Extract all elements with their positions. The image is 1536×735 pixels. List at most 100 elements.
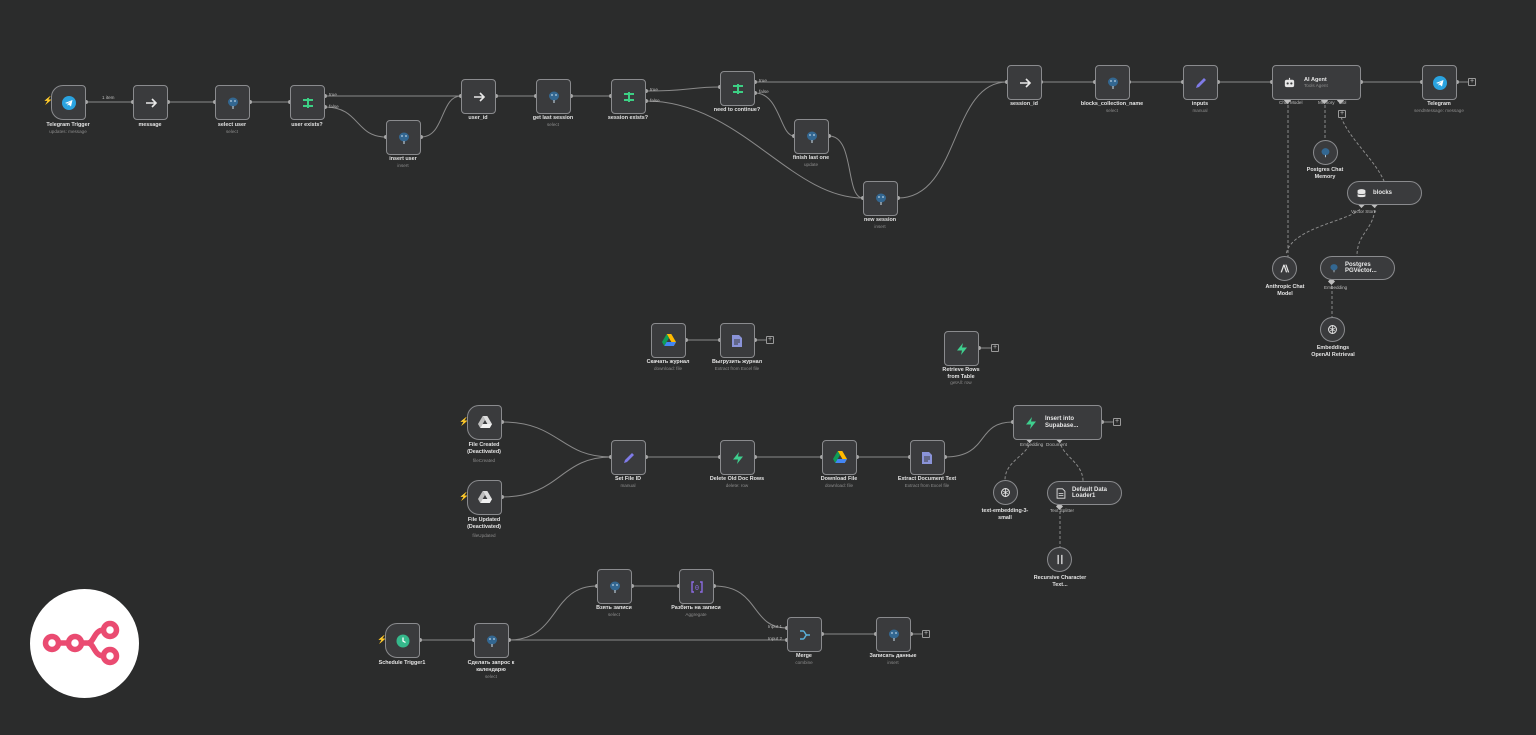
- node-pg-top[interactable]: [597, 569, 632, 604]
- connection: [508, 585, 598, 641]
- openai-icon: [1328, 325, 1337, 334]
- node-text-embedding[interactable]: [993, 480, 1018, 505]
- node-select-user[interactable]: [215, 85, 250, 120]
- port-vector-store: Vector Store: [1351, 209, 1377, 214]
- node-set-file-id[interactable]: [611, 440, 646, 475]
- node-label: Insert into Supabase...: [1045, 415, 1079, 429]
- google-drive-icon: [477, 491, 492, 503]
- postgres-icon: [548, 91, 559, 103]
- node-finish-last-one[interactable]: [794, 119, 829, 154]
- node-extract-document-text[interactable]: [910, 440, 945, 475]
- postgres-icon: [398, 132, 409, 144]
- connection: [754, 92, 795, 137]
- add-tool-button[interactable]: +: [1338, 110, 1346, 118]
- node-insert-into-supabase[interactable]: Insert into Supabase...: [1013, 405, 1102, 440]
- node-insert-user[interactable]: [386, 120, 421, 155]
- add-node-button[interactable]: +: [991, 344, 999, 352]
- clock-icon: [396, 634, 409, 647]
- node-pg-final[interactable]: [876, 617, 911, 652]
- connection: [713, 585, 788, 629]
- node-pg-schedule[interactable]: [474, 623, 509, 658]
- node-subtitle: combine: [795, 660, 813, 665]
- node-user-exists[interactable]: [290, 85, 325, 120]
- node-session-id[interactable]: [1007, 65, 1042, 100]
- node-label: AI Agent: [1304, 77, 1327, 83]
- node-label: blocks: [1373, 190, 1393, 196]
- node-file-updated[interactable]: [467, 480, 502, 515]
- node-label: Telegram: [1427, 101, 1451, 107]
- node-label: Скачать журнал: [646, 359, 690, 365]
- node-retrieve-rows[interactable]: [944, 331, 979, 366]
- if-icon: [302, 97, 313, 108]
- node-postgres-pgvector[interactable]: Postgres PGVector...: [1320, 256, 1395, 280]
- node-label: get last session: [532, 115, 574, 121]
- node-schedule-trigger[interactable]: [385, 623, 420, 658]
- node-gdrive-download[interactable]: [651, 323, 686, 358]
- node-telegram-trigger[interactable]: [51, 85, 86, 120]
- node-extract-file[interactable]: [720, 323, 755, 358]
- database-icon: [1357, 188, 1366, 197]
- node-blocks[interactable]: blocks: [1347, 181, 1422, 205]
- node-download-file[interactable]: [822, 440, 857, 475]
- google-drive-icon: [477, 416, 492, 428]
- node-label: Set File ID: [614, 476, 642, 482]
- node-default-data-loader[interactable]: Default Data Loader1: [1047, 481, 1122, 505]
- node-message[interactable]: [133, 85, 168, 120]
- node-embeddings-openai-retrieval[interactable]: [1320, 317, 1345, 342]
- node-subtitle: select: [607, 612, 621, 617]
- node-new-session[interactable]: [863, 181, 898, 216]
- openai-icon: [1001, 488, 1010, 497]
- node-label: File Created (Deactivated): [467, 442, 501, 455]
- node-recursive-splitter[interactable]: [1047, 547, 1072, 572]
- postgres-icon: [888, 629, 899, 641]
- node-ai-agent[interactable]: AI Agent Tools Agent: [1272, 65, 1361, 100]
- node-label: Schedule Trigger1: [378, 660, 426, 666]
- node-get-last-session[interactable]: [536, 79, 571, 114]
- if-icon: [732, 83, 743, 94]
- trigger-bolt-icon: ⚡: [43, 96, 53, 105]
- node-label: inputs: [1191, 101, 1209, 107]
- node-label: Postgres Chat Memory: [1306, 167, 1344, 180]
- node-user-id[interactable]: [461, 79, 496, 114]
- node-telegram[interactable]: [1422, 65, 1457, 100]
- connection: [501, 456, 612, 498]
- node-subtitle: download: file: [824, 483, 854, 488]
- n8n-logo: [30, 589, 139, 698]
- arrow-right-icon: [145, 97, 157, 108]
- node-subtitle: select: [1105, 108, 1119, 113]
- node-merge[interactable]: [787, 617, 822, 652]
- node-file-created[interactable]: [467, 405, 502, 440]
- node-inputs[interactable]: [1183, 65, 1218, 100]
- extract-file-icon: [922, 451, 932, 464]
- add-node-button[interactable]: +: [1113, 418, 1121, 426]
- node-label: Delete Old Doc Rows: [709, 476, 765, 482]
- node-label: Retrieve Rows from Table: [942, 367, 980, 380]
- supabase-icon: [956, 342, 967, 355]
- node-subtitle: select: [225, 129, 239, 134]
- node-subtitle: insert: [887, 660, 899, 665]
- port-true: true: [759, 78, 767, 83]
- node-session-exists[interactable]: [611, 79, 646, 114]
- node-need-to-continue[interactable]: [720, 71, 755, 106]
- add-node-button[interactable]: +: [1468, 78, 1476, 86]
- node-subtitle: select: [484, 674, 498, 679]
- postgres-icon: [609, 581, 620, 593]
- node-label: Взять записи: [596, 605, 632, 611]
- node-label: Default Data Loader1: [1072, 487, 1108, 499]
- node-label: Anthropic Chat Model: [1265, 284, 1305, 297]
- node-subtitle: manual: [620, 483, 636, 488]
- add-node-button[interactable]: +: [922, 630, 930, 638]
- connection: [324, 106, 387, 138]
- telegram-icon: [61, 95, 76, 110]
- node-delete-old-doc-rows[interactable]: [720, 440, 755, 475]
- trigger-bolt-icon: ⚡: [459, 492, 469, 501]
- node-label: Download File: [820, 476, 858, 482]
- ai-connection: [1285, 204, 1363, 256]
- add-node-button[interactable]: +: [766, 336, 774, 344]
- node-aggregate[interactable]: 0: [679, 569, 714, 604]
- node-anthropic-chat-model[interactable]: [1272, 256, 1297, 281]
- node-label: new session: [863, 217, 897, 223]
- node-postgres-chat-memory[interactable]: [1313, 140, 1338, 165]
- node-blocks-collection-name[interactable]: [1095, 65, 1130, 100]
